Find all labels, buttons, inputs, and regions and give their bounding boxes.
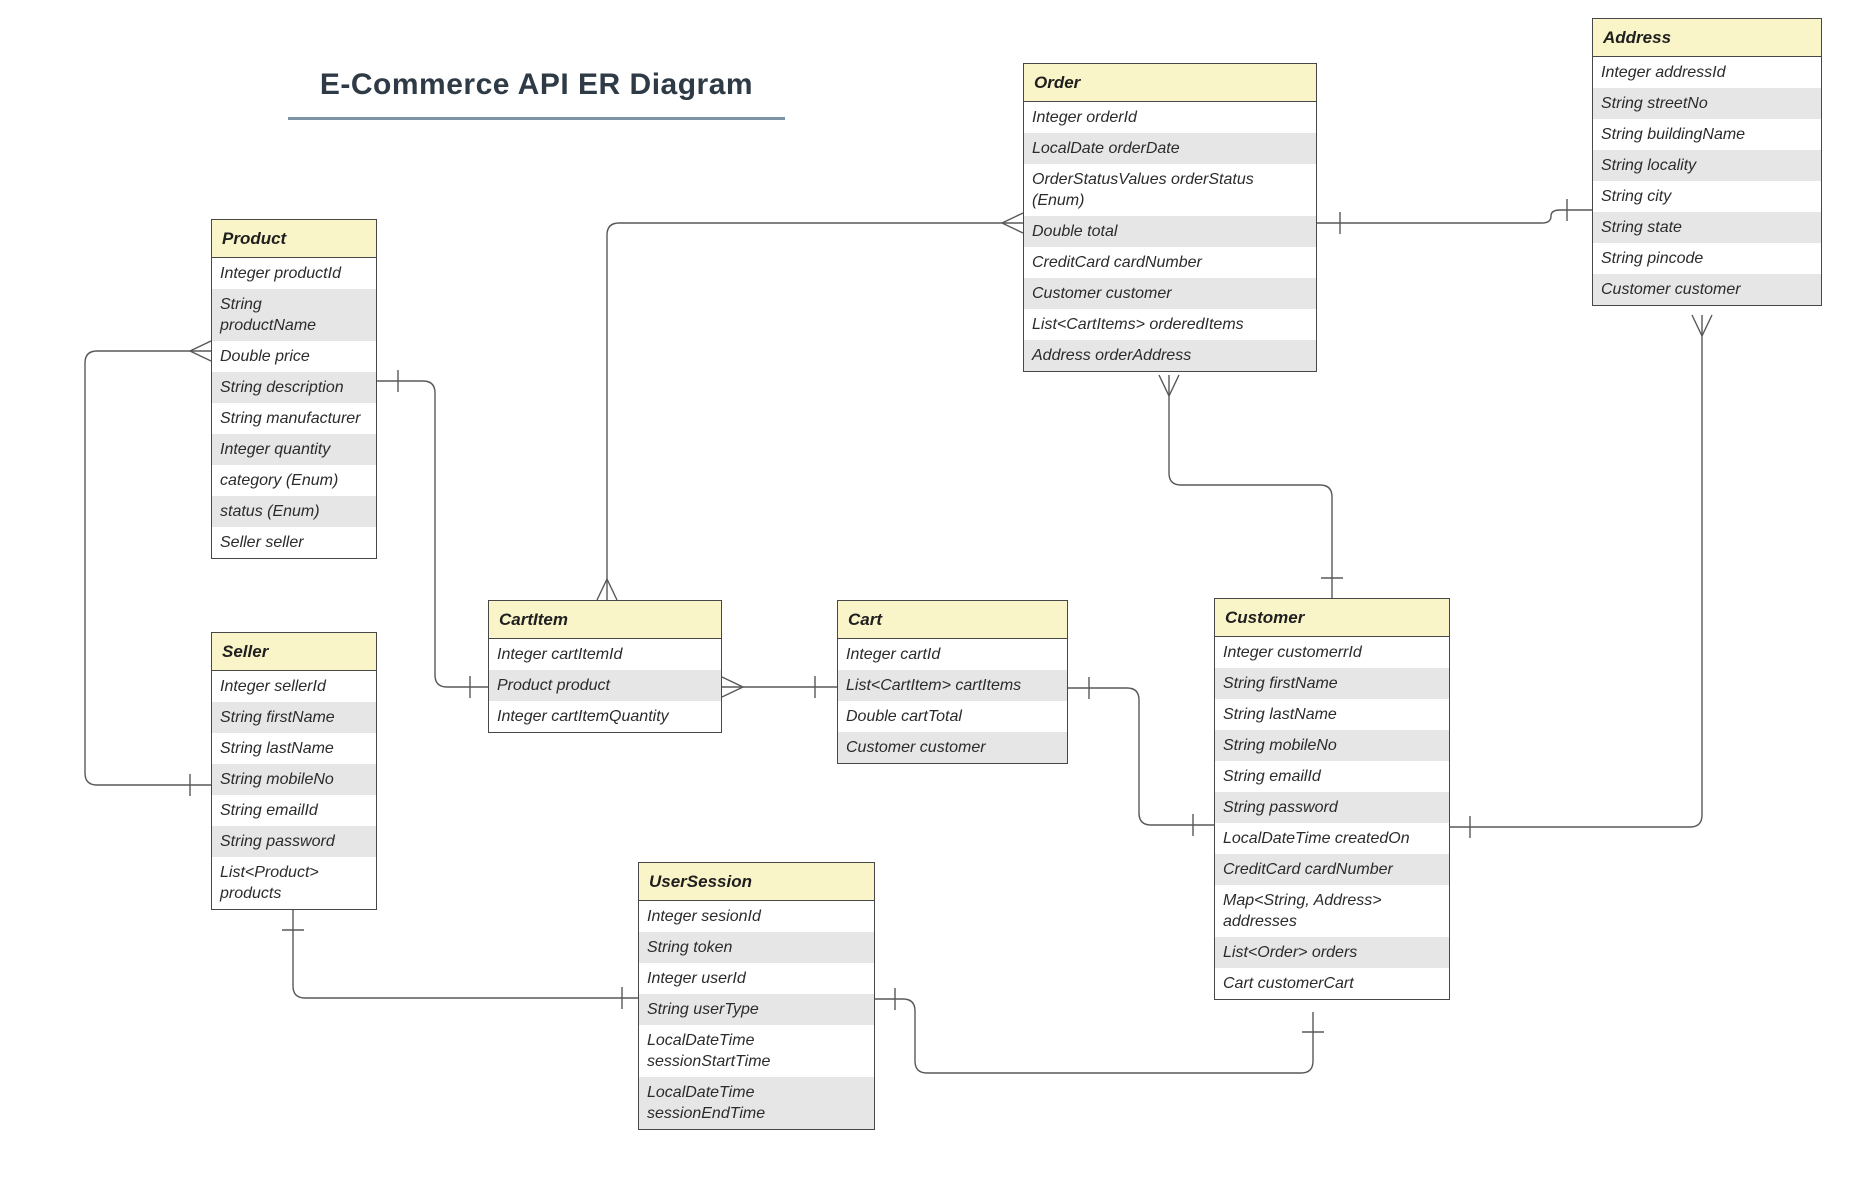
entity-field: category (Enum) bbox=[212, 465, 376, 496]
connector-product-cartitem bbox=[377, 370, 488, 698]
connector-cart-customer bbox=[1068, 677, 1214, 836]
entity-field: Customer customer bbox=[1024, 278, 1316, 309]
entity-field: Integer sesionId bbox=[639, 901, 874, 932]
connector-seller-product bbox=[84, 340, 212, 796]
entity-field: String firstName bbox=[212, 702, 376, 733]
entity-field: Integer userId bbox=[639, 963, 874, 994]
connector-order-cartitem bbox=[596, 212, 1024, 601]
entity-field: Double total bbox=[1024, 216, 1316, 247]
entity-field: Integer orderId bbox=[1024, 102, 1316, 133]
entity-field: Cart customerCart bbox=[1215, 968, 1449, 999]
entity-field: LocalDateTime createdOn bbox=[1215, 823, 1449, 854]
entity-field: String pincode bbox=[1593, 243, 1821, 274]
entity-field: String token bbox=[639, 932, 874, 963]
entity-field: List<CartItem> cartItems bbox=[838, 670, 1067, 701]
entity-field: List<Order> orders bbox=[1215, 937, 1449, 968]
connector-usersession-customer bbox=[875, 988, 1324, 1074]
entity-field: String streetNo bbox=[1593, 88, 1821, 119]
entity-field: String city bbox=[1593, 181, 1821, 212]
entity-field: Integer customerrId bbox=[1215, 637, 1449, 668]
entity-field: Map<String, Address> addresses bbox=[1215, 885, 1449, 937]
entity-field: String firstName bbox=[1215, 668, 1449, 699]
entity-field: Integer cartItemId bbox=[489, 639, 721, 670]
connector-order-address bbox=[1317, 199, 1592, 234]
entity-field: LocalDateTime sessionStartTime bbox=[639, 1025, 874, 1077]
entity-field: Integer cartId bbox=[838, 639, 1067, 670]
entity-field: OrderStatusValues orderStatus (Enum) bbox=[1024, 164, 1316, 216]
entity-title: Seller bbox=[212, 633, 376, 671]
entity-field: status (Enum) bbox=[212, 496, 376, 527]
entity-field: LocalDateTime sessionEndTime bbox=[639, 1077, 874, 1129]
entity-field: String userType bbox=[639, 994, 874, 1025]
entity-field: String password bbox=[1215, 792, 1449, 823]
entity-field: String productName bbox=[212, 289, 376, 341]
entity-field: Integer quantity bbox=[212, 434, 376, 465]
entity-field: LocalDate orderDate bbox=[1024, 133, 1316, 164]
entity-title: Product bbox=[212, 220, 376, 258]
entity-field: String mobileNo bbox=[1215, 730, 1449, 761]
entity-field: String description bbox=[212, 372, 376, 403]
entity-field: Customer customer bbox=[1593, 274, 1821, 305]
entity-field: Double cartTotal bbox=[838, 701, 1067, 732]
connector-seller-usersession bbox=[282, 908, 638, 1009]
entity-field: Customer customer bbox=[838, 732, 1067, 763]
connector-address-customer bbox=[1450, 314, 1713, 838]
entity-field: String locality bbox=[1593, 150, 1821, 181]
entity-field: Integer cartItemQuantity bbox=[489, 701, 721, 732]
entity-title: Order bbox=[1024, 64, 1316, 102]
entity-title: UserSession bbox=[639, 863, 874, 901]
entity-field: String lastName bbox=[1215, 699, 1449, 730]
entity-field: CreditCard cardNumber bbox=[1024, 247, 1316, 278]
diagram-title-underline: E-Commerce API ER Diagram bbox=[288, 66, 785, 120]
entity-title: Customer bbox=[1215, 599, 1449, 637]
entity-title: Cart bbox=[838, 601, 1067, 639]
entity-field: CreditCard cardNumber bbox=[1215, 854, 1449, 885]
entity-field: List<Product> products bbox=[212, 857, 376, 909]
entity-field: String emailId bbox=[1215, 761, 1449, 792]
connector-order-customer bbox=[1158, 374, 1343, 598]
entity-field: String emailId bbox=[212, 795, 376, 826]
entity-field: Seller seller bbox=[212, 527, 376, 558]
connector-cartitem-cart bbox=[721, 676, 837, 698]
entity-field: Integer productId bbox=[212, 258, 376, 289]
entity-field: String manufacturer bbox=[212, 403, 376, 434]
entity-field: Integer sellerId bbox=[212, 671, 376, 702]
entity-field: Address orderAddress bbox=[1024, 340, 1316, 371]
diagram-title: E-Commerce API ER Diagram bbox=[319, 68, 754, 101]
entity-field: String password bbox=[212, 826, 376, 857]
entity-field: Integer addressId bbox=[1593, 57, 1821, 88]
entity-field: String mobileNo bbox=[212, 764, 376, 795]
entity-field: String buildingName bbox=[1593, 119, 1821, 150]
entity-title: Address bbox=[1593, 19, 1821, 57]
entity-field: String lastName bbox=[212, 733, 376, 764]
entity-title: CartItem bbox=[489, 601, 721, 639]
entity-field: Double price bbox=[212, 341, 376, 372]
entity-field: String state bbox=[1593, 212, 1821, 243]
entity-field: List<CartItems> orderedItems bbox=[1024, 309, 1316, 340]
entity-field: Product product bbox=[489, 670, 721, 701]
